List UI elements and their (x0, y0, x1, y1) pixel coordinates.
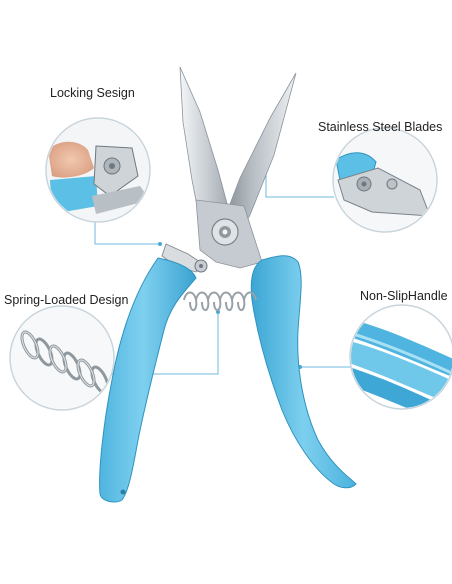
callout-locking-label: Locking Sesign (50, 86, 135, 100)
left-handle (99, 257, 197, 503)
spring (183, 291, 257, 311)
locking-detail-circle (45, 117, 151, 223)
right-handle (250, 255, 357, 489)
callout-blades-label: Stainless Steel Blades (318, 120, 443, 134)
lock-latch (161, 243, 201, 273)
callout-handle-label: Non-SlipHandle (360, 289, 448, 303)
blades-detail-circle (332, 127, 438, 233)
handle-detail-circle (349, 304, 452, 410)
callout-spring-label: Spring-Loaded Design (4, 293, 129, 307)
shears (99, 66, 357, 503)
spring-detail-circle (9, 305, 115, 411)
